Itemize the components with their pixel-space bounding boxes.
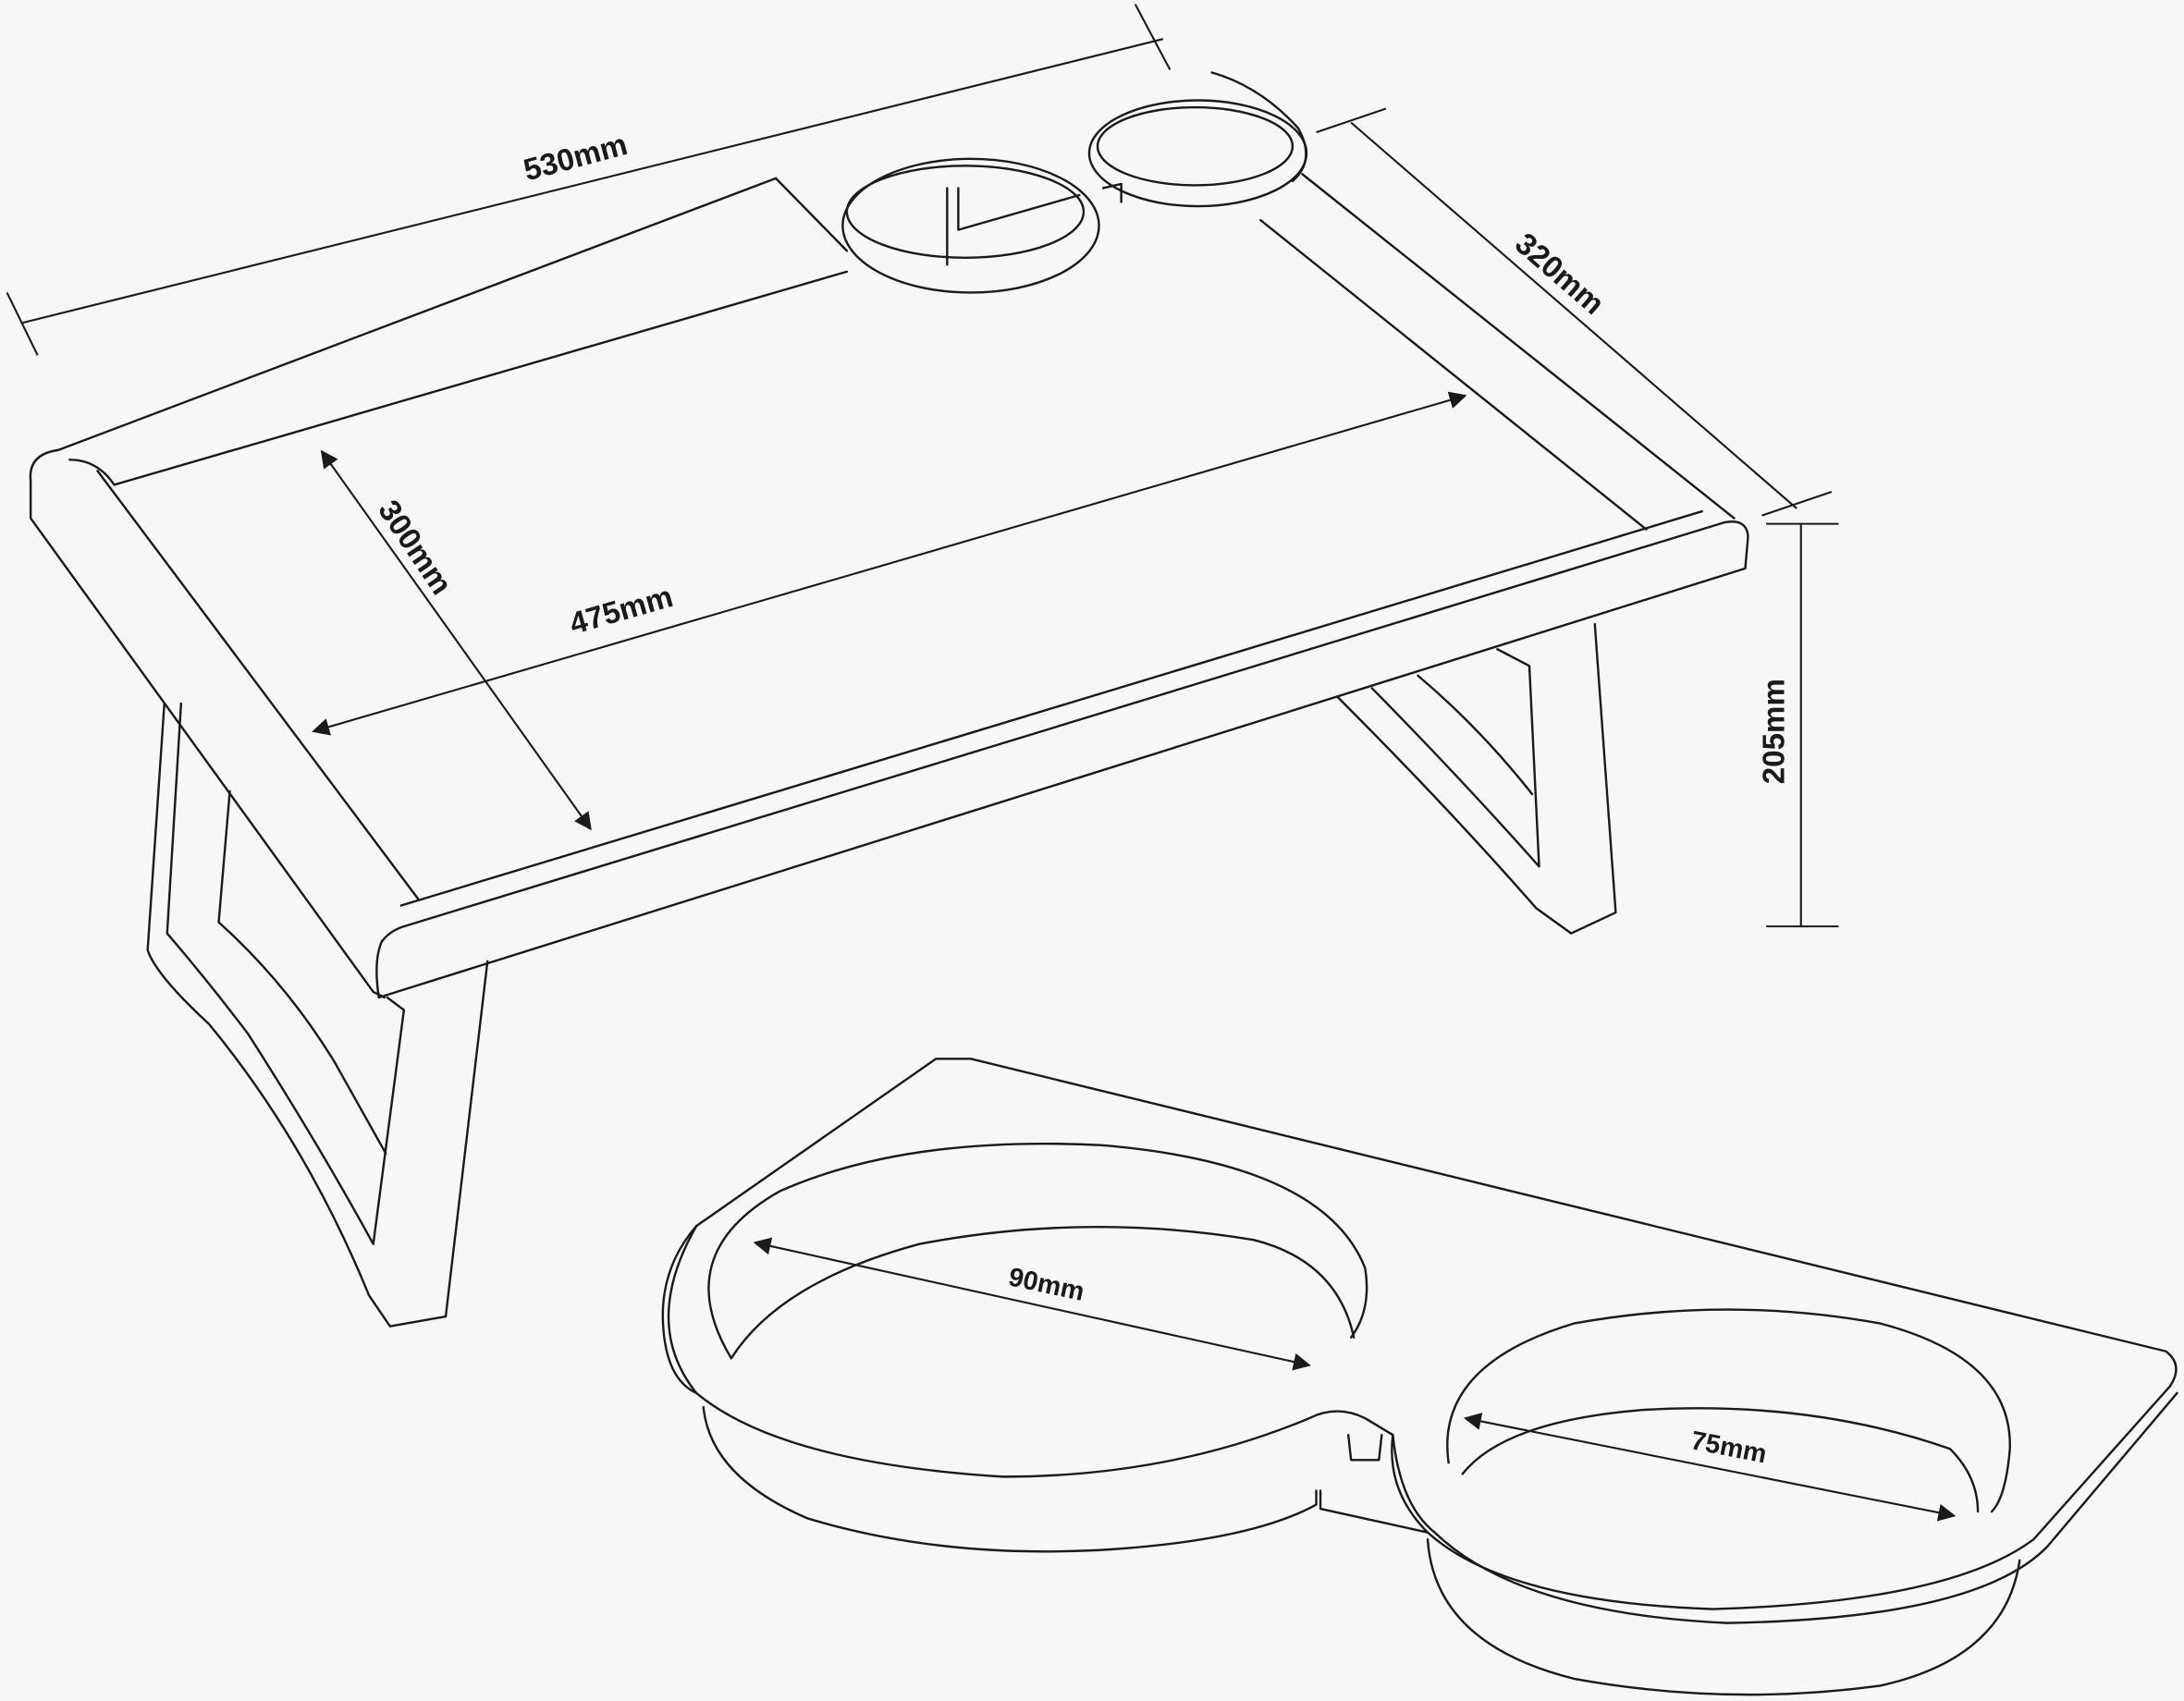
cup-ring-large [841,157,1100,294]
cup-holder-plate [667,1058,2178,1610]
dimension-90: 90mm [753,1237,1311,1371]
dim-label-75: 75mm [1688,1426,1769,1469]
dim-label-300: 300mm [371,495,459,601]
tray-drawing [29,71,1749,1328]
small-cup-base [1426,1537,2021,1696]
cup-opening-small [1096,105,1294,187]
small-cup-ring [1446,1308,2011,1513]
connector-tab [1319,1433,1429,1534]
cup-plate-outline [774,71,1307,252]
tray-left-rim [29,470,420,999]
tray-front-rim [375,509,1749,999]
dim-label-320: 320mm [1508,226,1610,322]
tray-back-rim-inner [68,270,849,486]
tray-right-rim [1259,173,1736,531]
dimension-320: 320mm [1316,107,1833,517]
cup-holder-plate-edge [661,1224,2178,1624]
left-leg-inner [166,702,406,1245]
large-cup-ring [707,1142,1368,1360]
dim-label-475: 475mm [566,580,677,642]
tray-back-rim [29,177,778,483]
cup-bracket [946,182,1123,266]
left-leg-back [217,789,387,1155]
dim-label-205: 205mm [1758,679,1792,784]
dimension-205: 205mm [1758,522,1839,928]
dimension-530: 530mm [6,4,1172,356]
dimension-475: 475mm [312,391,1467,736]
dim-label-530: 530mm [521,128,632,188]
cup-ring-small [1087,99,1308,208]
cup-holder-detail [661,1058,2178,1696]
left-leg [146,702,489,1328]
large-cup-base [702,1405,1318,1553]
right-leg [1335,622,1617,935]
dimension-75: 75mm [1463,1413,1957,1522]
dimension-300: 300mm [320,449,592,831]
cup-opening-large [845,165,1086,259]
